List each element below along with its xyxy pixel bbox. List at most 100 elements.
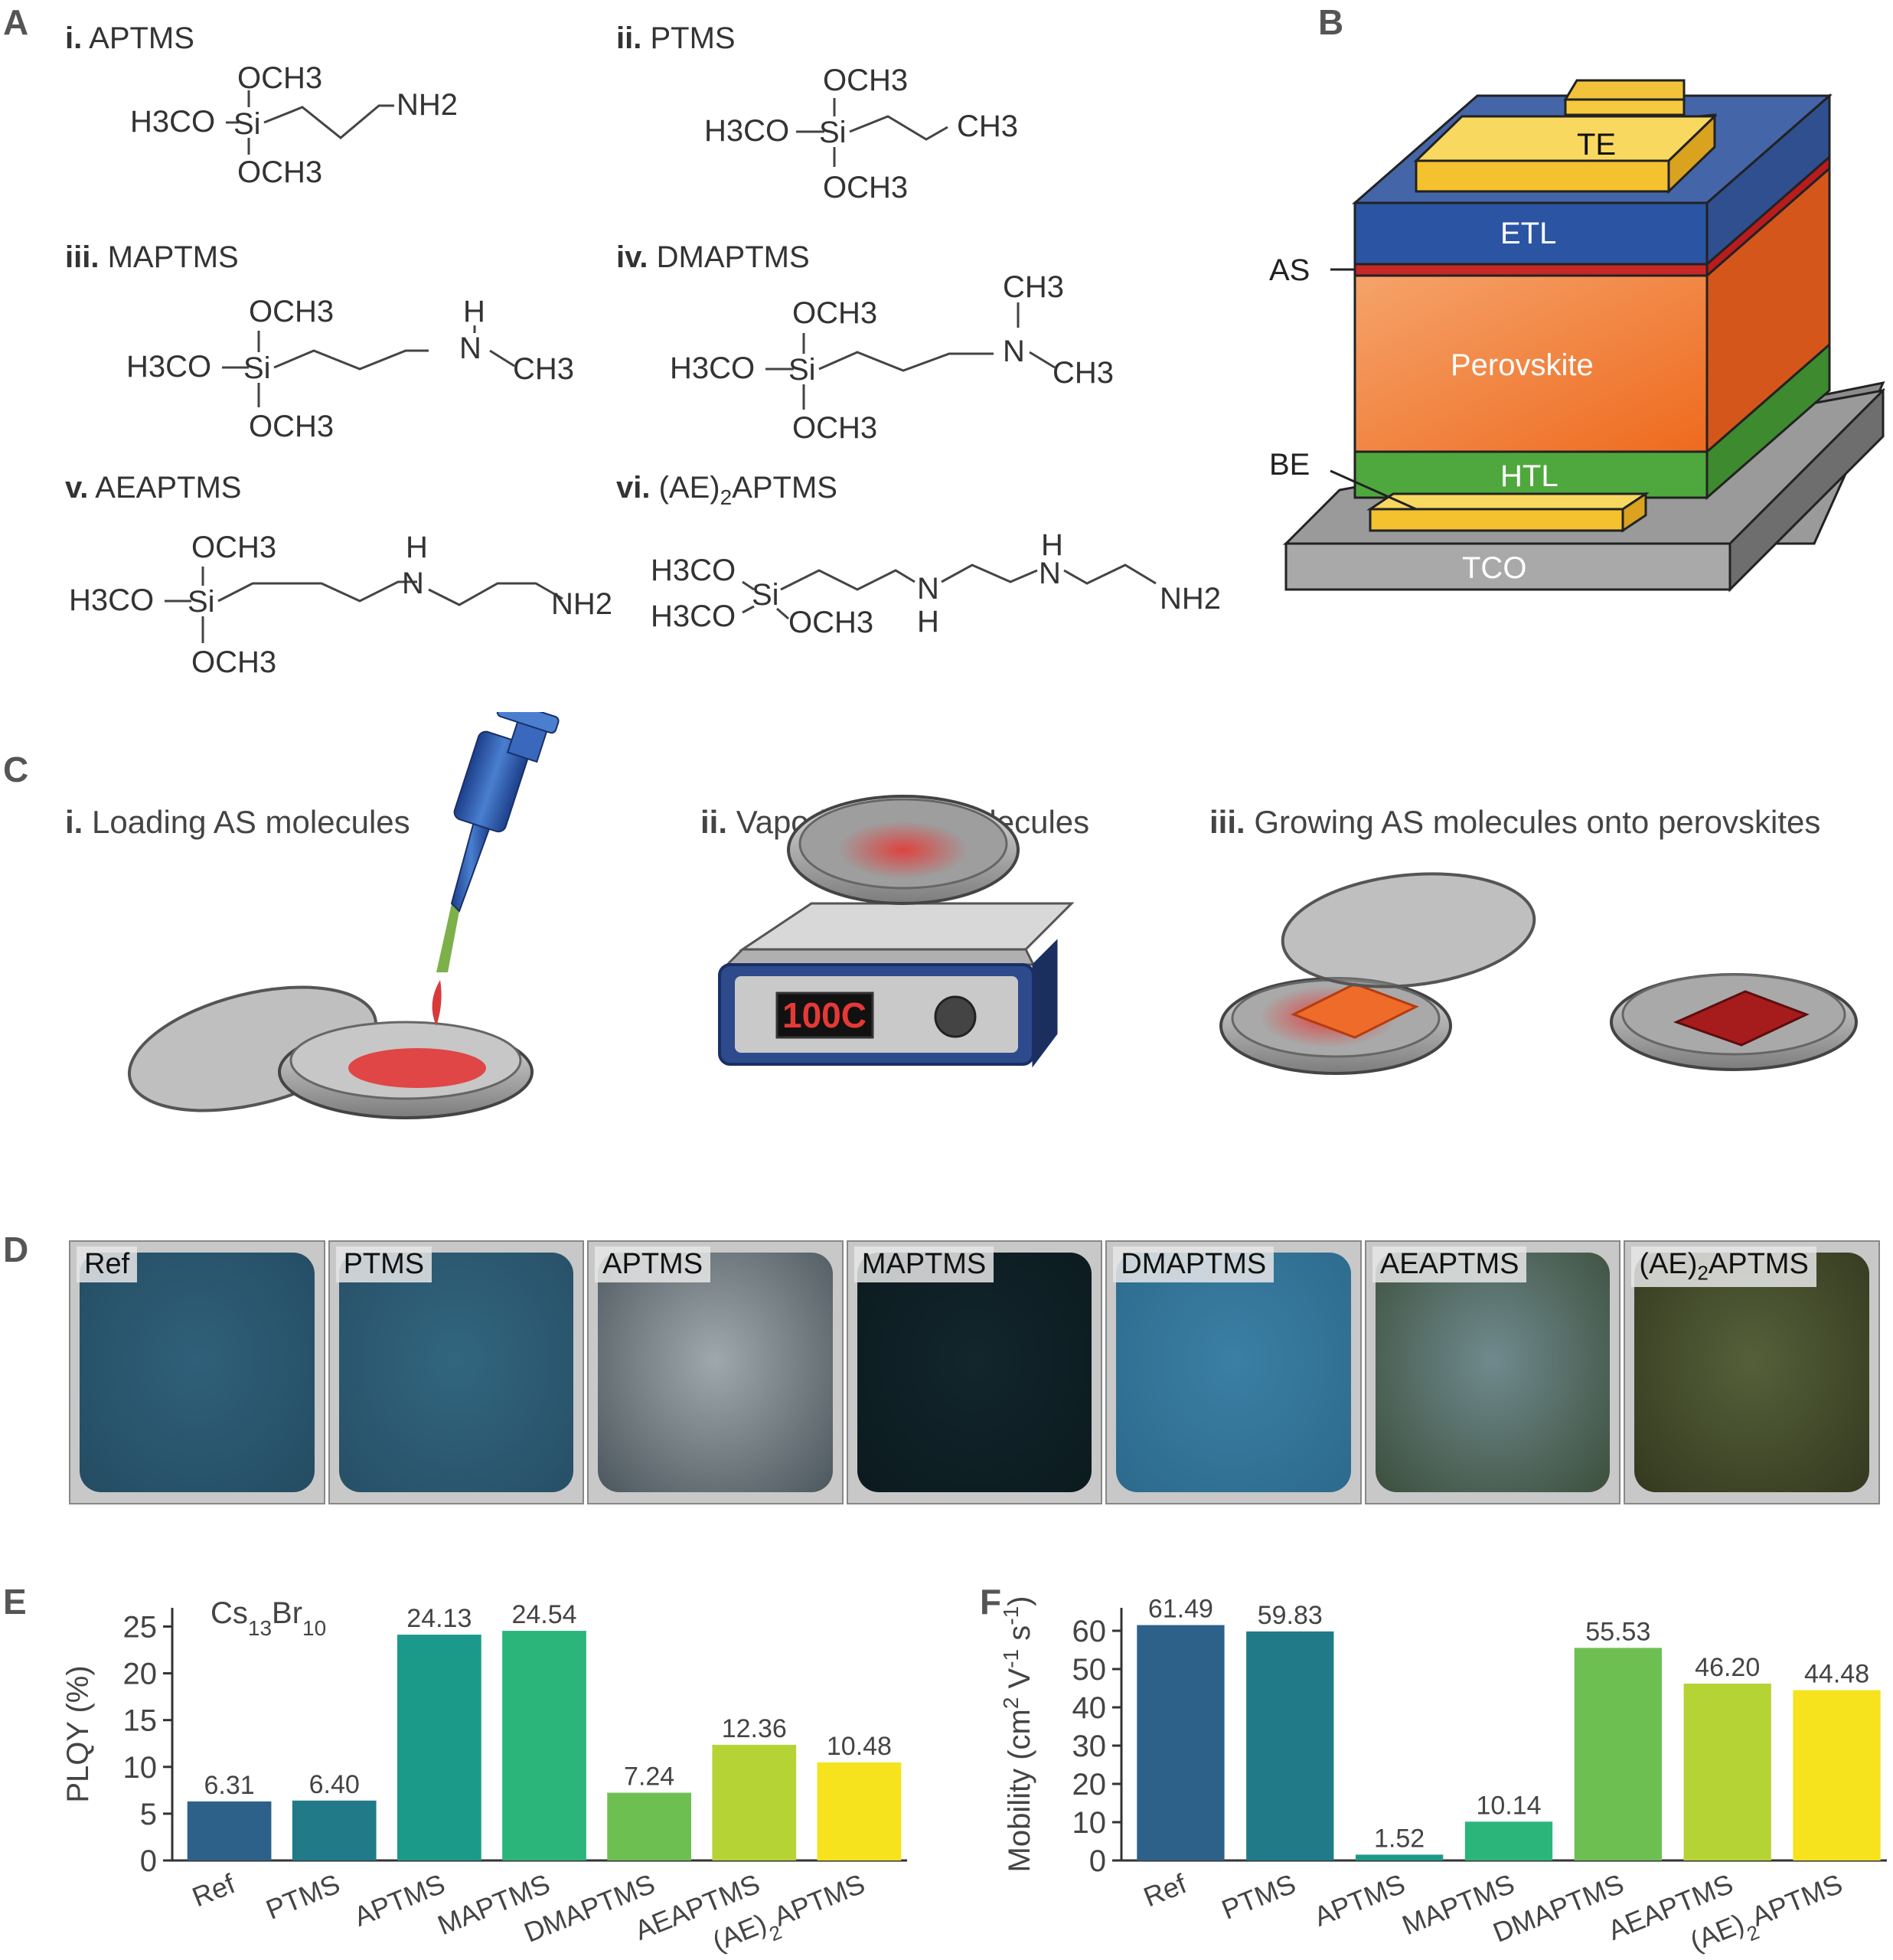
svg-text:CH3: CH3: [1003, 270, 1064, 304]
y-tick-label: 10: [1072, 1806, 1107, 1840]
svg-text:OCH3: OCH3: [191, 531, 276, 564]
x-tick-label: APTMS: [350, 1867, 449, 1932]
y-tick-label: 40: [1072, 1691, 1107, 1725]
bar-value-label: 59.83: [1258, 1601, 1323, 1630]
y-tick-label: 0: [1089, 1844, 1106, 1878]
bar-value-label: 6.40: [309, 1770, 360, 1799]
svg-text:OCH3: OCH3: [823, 171, 908, 204]
svg-text:H: H: [1041, 528, 1063, 562]
bottom-electrode: [1369, 508, 1624, 532]
svg-text:H3CO: H3CO: [69, 583, 154, 617]
svg-text:Si: Si: [752, 578, 779, 612]
bar: [187, 1801, 272, 1860]
etl-layer: [1353, 201, 1709, 266]
panel-label-a: A: [3, 2, 29, 42]
x-tick-label: PTMS: [262, 1867, 344, 1925]
molecule-title-aeaptms: v. AEAPTMS: [65, 471, 242, 505]
perovskite-layer: [1353, 274, 1709, 453]
bar: [1356, 1854, 1444, 1860]
panel-label-e: E: [3, 1582, 27, 1622]
photo-label: (AE)2APTMS: [1631, 1246, 1816, 1287]
step-title-loading: i. Loading AS molecules: [65, 804, 410, 840]
chemical-structures: OCH3 H3CO Si OCH3 NH2 OCH3 H3CO Si OCH3 …: [69, 61, 1221, 679]
molecule-title-aptms: i. APTMS: [65, 21, 194, 55]
bar-value-label: 44.48: [1804, 1660, 1869, 1689]
svg-text:CH3: CH3: [1053, 356, 1114, 390]
sample-photo: Ref: [69, 1240, 325, 1504]
top-electrode-back: [1564, 98, 1686, 116]
step-title-growing: iii. Growing AS molecules onto perovskit…: [1209, 804, 1821, 840]
molecule-title-dmaptms: iv. DMAPTMS: [616, 240, 810, 274]
bar: [502, 1631, 586, 1860]
photo-label: DMAPTMS: [1113, 1246, 1275, 1282]
svg-text:OCH3: OCH3: [788, 606, 873, 639]
bar-value-label: 10.14: [1476, 1791, 1541, 1820]
svg-text:NH2: NH2: [551, 587, 612, 621]
y-tick-label: 20: [123, 1658, 158, 1691]
photo-label: MAPTMS: [853, 1246, 994, 1282]
svg-text:OCH3: OCH3: [792, 411, 877, 445]
panel-label-c: C: [3, 750, 29, 789]
bar-value-label: 61.49: [1148, 1595, 1213, 1624]
bar: [817, 1762, 902, 1860]
photo-label: APTMS: [595, 1246, 711, 1282]
svg-text:H3CO: H3CO: [704, 114, 789, 148]
y-tick-label: 20: [1072, 1768, 1107, 1802]
bar-value-label: 12.36: [722, 1714, 787, 1743]
svg-text:H: H: [406, 531, 428, 564]
process-illustration: 100C: [127, 712, 1858, 1119]
svg-text:N: N: [402, 567, 424, 600]
svg-text:Si: Si: [233, 107, 261, 141]
x-tick-label: Ref: [188, 1867, 240, 1913]
panel-label-d: D: [3, 1230, 29, 1269]
as-layer: [1353, 263, 1709, 277]
photo-label: Ref: [77, 1246, 138, 1282]
y-tick-label: 10: [123, 1751, 158, 1785]
perovskite-label: Perovskite: [1451, 348, 1594, 382]
panel-label-b: B: [1318, 2, 1344, 42]
bar-value-label: 6.31: [204, 1771, 254, 1800]
sample-photo: MAPTMS: [846, 1240, 1103, 1504]
sample-photo: (AE)2APTMS: [1624, 1240, 1880, 1504]
svg-text:NH2: NH2: [397, 88, 458, 122]
tco-label: TCO: [1462, 551, 1526, 585]
svg-text:H3CO: H3CO: [126, 350, 211, 384]
svg-text:OCH3: OCH3: [792, 296, 877, 330]
svg-text:OCH3: OCH3: [237, 155, 322, 189]
molecule-title-ptms: ii. PTMS: [616, 21, 736, 55]
svg-text:OCH3: OCH3: [191, 645, 276, 679]
svg-text:CH3: CH3: [513, 352, 574, 386]
svg-text:N: N: [1039, 557, 1061, 590]
bar: [1574, 1648, 1662, 1860]
svg-text:OCH3: OCH3: [823, 64, 908, 97]
top-electrode: [1415, 159, 1670, 193]
tco-front: [1284, 542, 1731, 591]
bar: [1246, 1631, 1334, 1860]
y-axis-label: PLQY (%): [61, 1665, 95, 1802]
x-tick-label: PTMS: [1217, 1867, 1300, 1925]
photo-strip: Ref PTMS APTMS MAPTMS DMAPTMS AEAPTMS (AE)2APT…: [69, 1240, 1883, 1504]
photo-label: AEAPTMS: [1372, 1246, 1527, 1282]
y-tick-label: 60: [1072, 1615, 1107, 1648]
bar-value-label: 24.13: [406, 1604, 472, 1633]
bar-value-label: 55.53: [1585, 1617, 1650, 1646]
sample-photo: APTMS: [587, 1240, 844, 1504]
hotplate-display: 100C: [782, 995, 867, 1035]
svg-text:CH3: CH3: [957, 109, 1018, 143]
bar: [292, 1800, 377, 1860]
bar: [1683, 1684, 1771, 1860]
chart-annotation: Cs13Br10: [211, 1596, 326, 1640]
svg-text:H: H: [917, 605, 939, 639]
svg-text:Si: Si: [188, 585, 215, 619]
bar: [1137, 1625, 1225, 1860]
svg-text:H3CO: H3CO: [670, 351, 755, 385]
sample-photo: PTMS: [328, 1240, 585, 1504]
sample-photo: DMAPTMS: [1105, 1240, 1362, 1504]
te-label: TE: [1577, 128, 1616, 162]
device-stack-diagram: TE ETL AS Perovskite BE HTL TCO: [1269, 79, 1885, 593]
photo-label: PTMS: [335, 1246, 432, 1282]
bar: [607, 1792, 691, 1860]
svg-text:Si: Si: [819, 116, 847, 149]
